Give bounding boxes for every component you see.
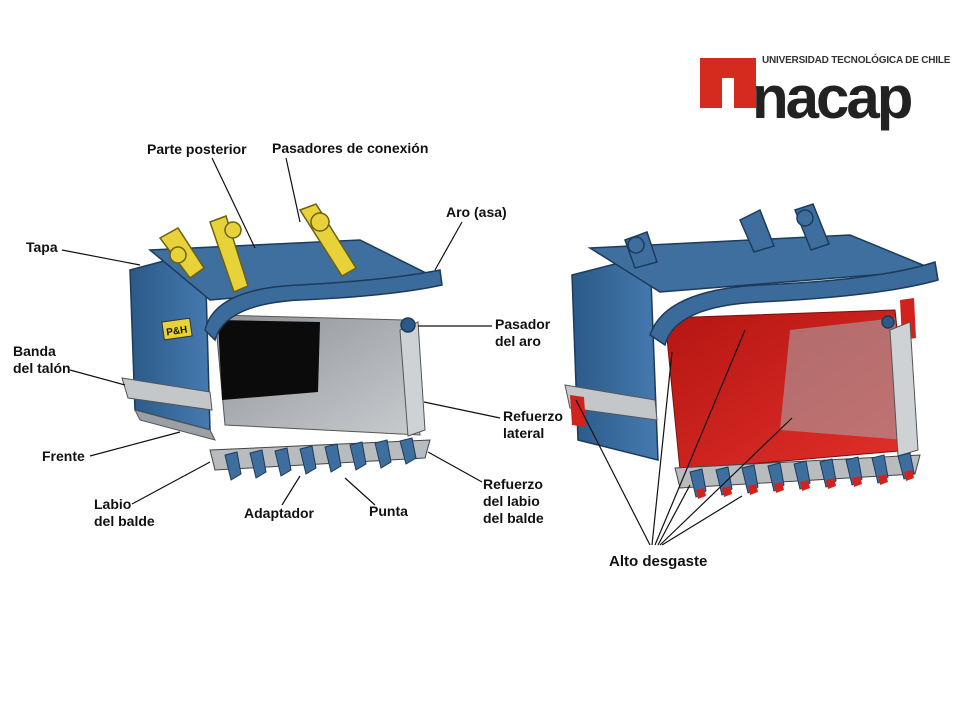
left-leader-lines <box>61 157 501 506</box>
wear-leader-lines <box>575 329 793 546</box>
label-aro-asa: Aro (asa) <box>446 204 507 220</box>
label-adaptador: Adaptador <box>244 505 314 521</box>
label-tapa: Tapa <box>26 239 58 255</box>
university-name: UNIVERSIDAD TECNOLÓGICA DE CHILE <box>762 55 951 66</box>
ph-badge: P&H <box>166 325 188 339</box>
label-refuerzo-lateral: Refuerzo lateral <box>503 408 563 441</box>
logo-wordmark: nacap <box>752 64 913 131</box>
inacap-logo: UNIVERSIDAD TECNOLÓGICA DE CHILE nacap <box>700 55 950 131</box>
label-pasador-aro: Pasador del aro <box>495 316 551 349</box>
label-pasadores-conexion: Pasadores de conexión <box>272 140 429 156</box>
right-bucket-illustration <box>564 203 939 499</box>
label-refuerzo-labio: Refuerzo del labio del balde <box>483 476 544 526</box>
label-labio-balde: Labio del balde <box>94 496 155 529</box>
label-banda-talon: Banda del talón <box>13 343 71 376</box>
label-frente: Frente <box>42 448 85 464</box>
left-bucket-illustration: P&H <box>121 203 443 481</box>
logo-mark <box>700 58 756 108</box>
label-alto-desgaste: Alto desgaste <box>609 553 708 570</box>
label-punta: Punta <box>369 503 408 519</box>
label-parte-posterior: Parte posterior <box>147 141 247 157</box>
